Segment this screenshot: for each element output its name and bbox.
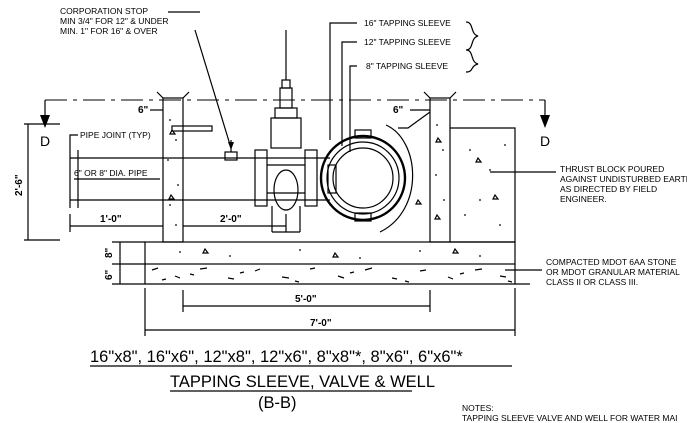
pipe-joint-label: PIPE JOINT (TYP) — [80, 130, 151, 140]
dim-wall-right: 6" — [393, 105, 404, 116]
corp-stop-min-34: MIN 3/4" FOR 12" & UNDER — [60, 16, 169, 26]
thrust-block-label-2: AGAINST UNDISTURBED EARTH — [560, 174, 687, 184]
detail-title-sizes: 16"x8", 16"x6", 12"x8", 12"x6", 8"x8"*, … — [90, 348, 463, 366]
notes-heading: NOTES: — [462, 403, 494, 413]
sleeve-16-label: 16" TAPPING SLEEVE — [364, 18, 451, 28]
corp-stop-min-1: MIN. 1" FOR 16" & OVER — [60, 26, 158, 36]
sleeve-12-label: 12" TAPPING SLEEVE — [364, 37, 451, 47]
base-slab — [144, 241, 516, 265]
dim-seven-foot: 7'-0" — [310, 318, 332, 329]
stone-bedding — [144, 264, 530, 285]
detail-title-main: TAPPING SLEEVE, VALVE & WELL — [170, 373, 435, 391]
thrust-block-label-3: AS DIRECTED BY FIELD — [560, 184, 657, 194]
thrust-block-label-1: THRUST BLOCK POURED — [560, 164, 664, 174]
stone-label-3: CLASS II OR CLASS III. — [546, 277, 638, 287]
thrust-block — [379, 111, 516, 243]
thrust-block-label-4: ENGINEER. — [560, 194, 607, 204]
dimensions: 6" 6" 2'-6" 1'-0" 2'-0" 8" 6" 5'-0" 7'-0… — [14, 105, 516, 336]
dim-base-6: 6" — [104, 269, 115, 280]
left-well-wall — [156, 91, 190, 243]
gate-valve — [254, 30, 318, 233]
sleeve-8-label: 8" TAPPING SLEEVE — [366, 61, 448, 71]
dim-base-8: 8" — [104, 247, 115, 258]
pipe-diameter-label: 6" OR 8" DIA. PIPE — [74, 168, 148, 178]
sleeve-brace — [465, 21, 479, 73]
dim-five-foot: 5'-0" — [295, 294, 317, 305]
stone-label-1: COMPACTED MDOT 6AA STONE — [546, 257, 677, 267]
notes-line-1: TAPPING SLEEVE VALVE AND WELL FOR WATER … — [462, 413, 678, 423]
dim-wall-left: 6" — [138, 105, 149, 116]
corp-stop-label: CORPORATION STOP — [60, 6, 148, 16]
detail-title-section: (B-B) — [258, 394, 297, 412]
right-well-wall — [423, 91, 457, 243]
section-label-right: D — [540, 133, 550, 149]
corporation-stop — [194, 29, 238, 161]
wall-rod — [171, 125, 213, 132]
dim-two-foot: 2'-0" — [220, 214, 242, 225]
dim-height: 2'-6" — [14, 174, 25, 196]
section-line: D D — [40, 99, 550, 149]
stone-label-2: OR MDOT GRANULAR MATERIAL — [546, 267, 680, 277]
dim-one-foot: 1'-0" — [100, 214, 122, 225]
section-label-left: D — [40, 133, 50, 149]
tapping-sleeve — [319, 129, 407, 222]
